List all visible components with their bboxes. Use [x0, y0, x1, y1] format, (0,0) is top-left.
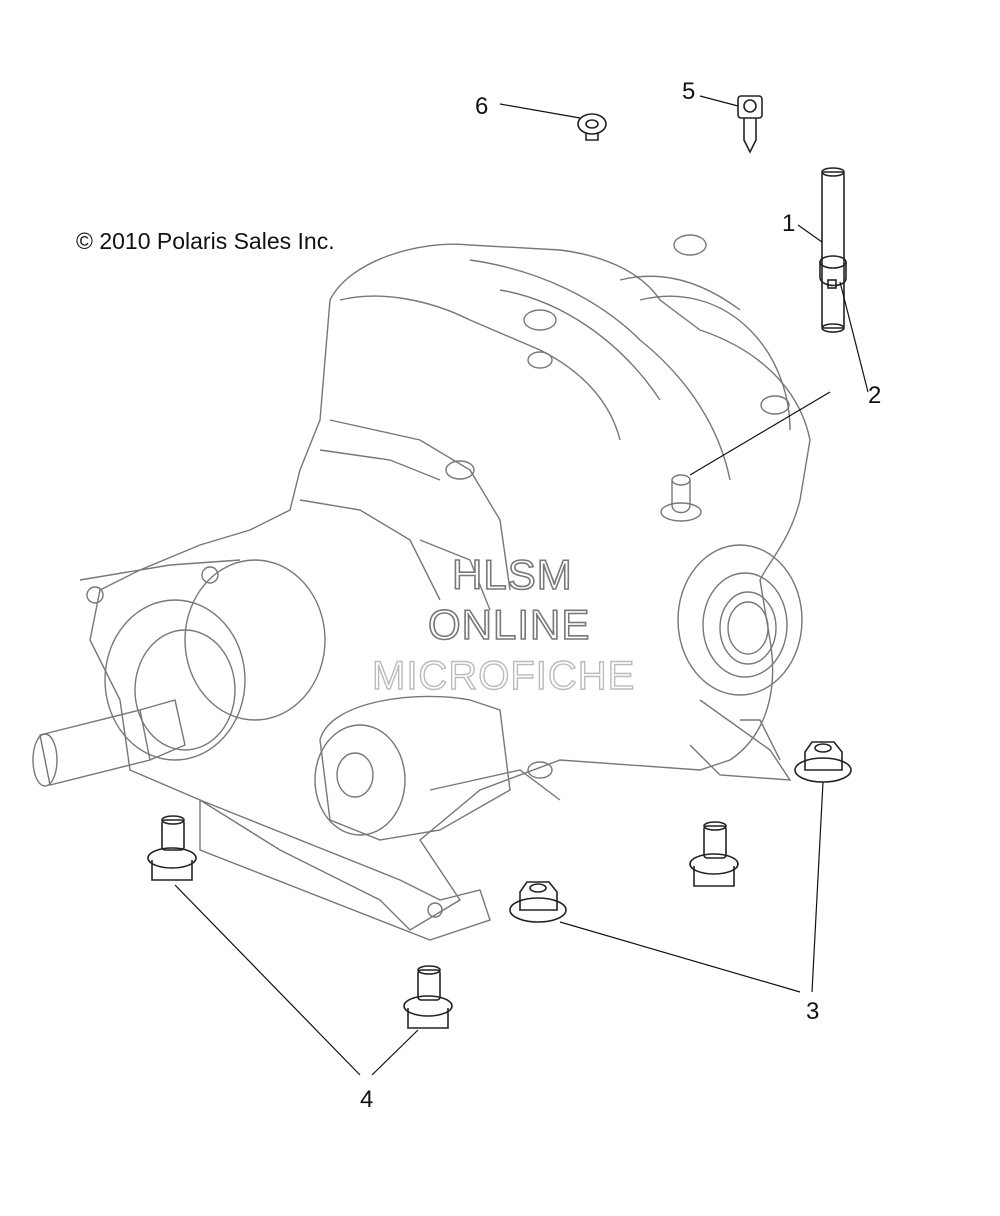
callout-3: 3: [806, 998, 820, 1025]
flange-bolt-part-2: [403, 965, 453, 1029]
callout-6: 6: [475, 93, 489, 120]
callout-2: 2: [868, 382, 882, 409]
clamp-part: [819, 255, 847, 289]
fitting-part: [737, 95, 763, 154]
callout-5: 5: [682, 78, 696, 105]
gearcase-housing: [32, 234, 811, 941]
hose-clamp-part: [577, 113, 607, 141]
flange-bolt-part: [147, 815, 197, 881]
flange-nut-part: [794, 741, 852, 783]
watermark-line-1: HLSM: [451, 551, 573, 598]
watermark-line-2: ONLINE: [427, 601, 591, 648]
callout-1: 1: [782, 210, 796, 237]
callout-4: 4: [360, 1086, 374, 1113]
vent-tube-part: [821, 167, 845, 333]
copyright-text: © 2010 Polaris Sales Inc.: [76, 228, 335, 254]
flange-bolt-part-3: [689, 821, 739, 887]
watermark-line-3: MICROFICHE: [371, 654, 636, 698]
flange-nut-part-2: [509, 881, 567, 923]
